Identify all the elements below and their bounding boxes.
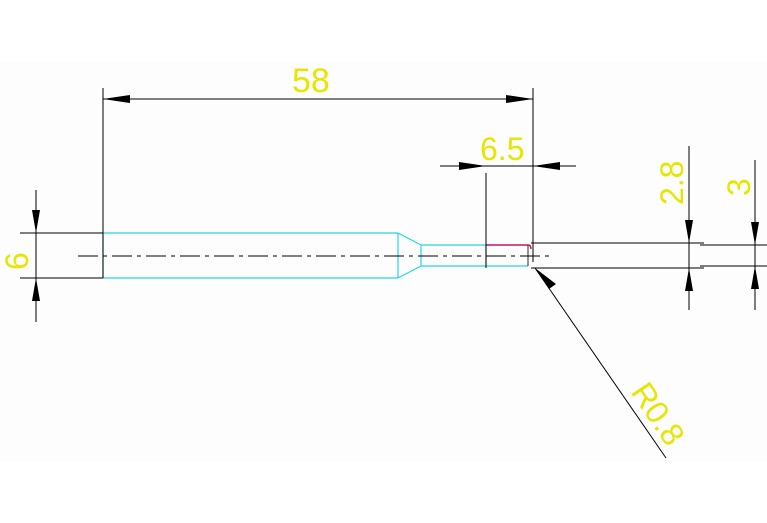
tip-diameter-b-label: 3 xyxy=(721,178,757,196)
dimension-tip-length: 6.5 xyxy=(440,131,576,170)
extension-lines xyxy=(20,88,767,279)
dimension-tip-diameter-a: 2.8 xyxy=(654,146,693,310)
shank-diameter-label: 6 xyxy=(0,252,35,270)
tip-diameter-a-label: 2.8 xyxy=(654,161,690,205)
dimension-tip-diameter-b: 3 xyxy=(721,160,759,310)
drawing-area xyxy=(0,62,767,462)
tip-length-label: 6.5 xyxy=(480,131,524,167)
dimension-shank-diameter: 6 xyxy=(0,190,40,322)
overall-length-label: 58 xyxy=(292,62,330,100)
dimension-overall-length: 58 xyxy=(103,62,533,103)
